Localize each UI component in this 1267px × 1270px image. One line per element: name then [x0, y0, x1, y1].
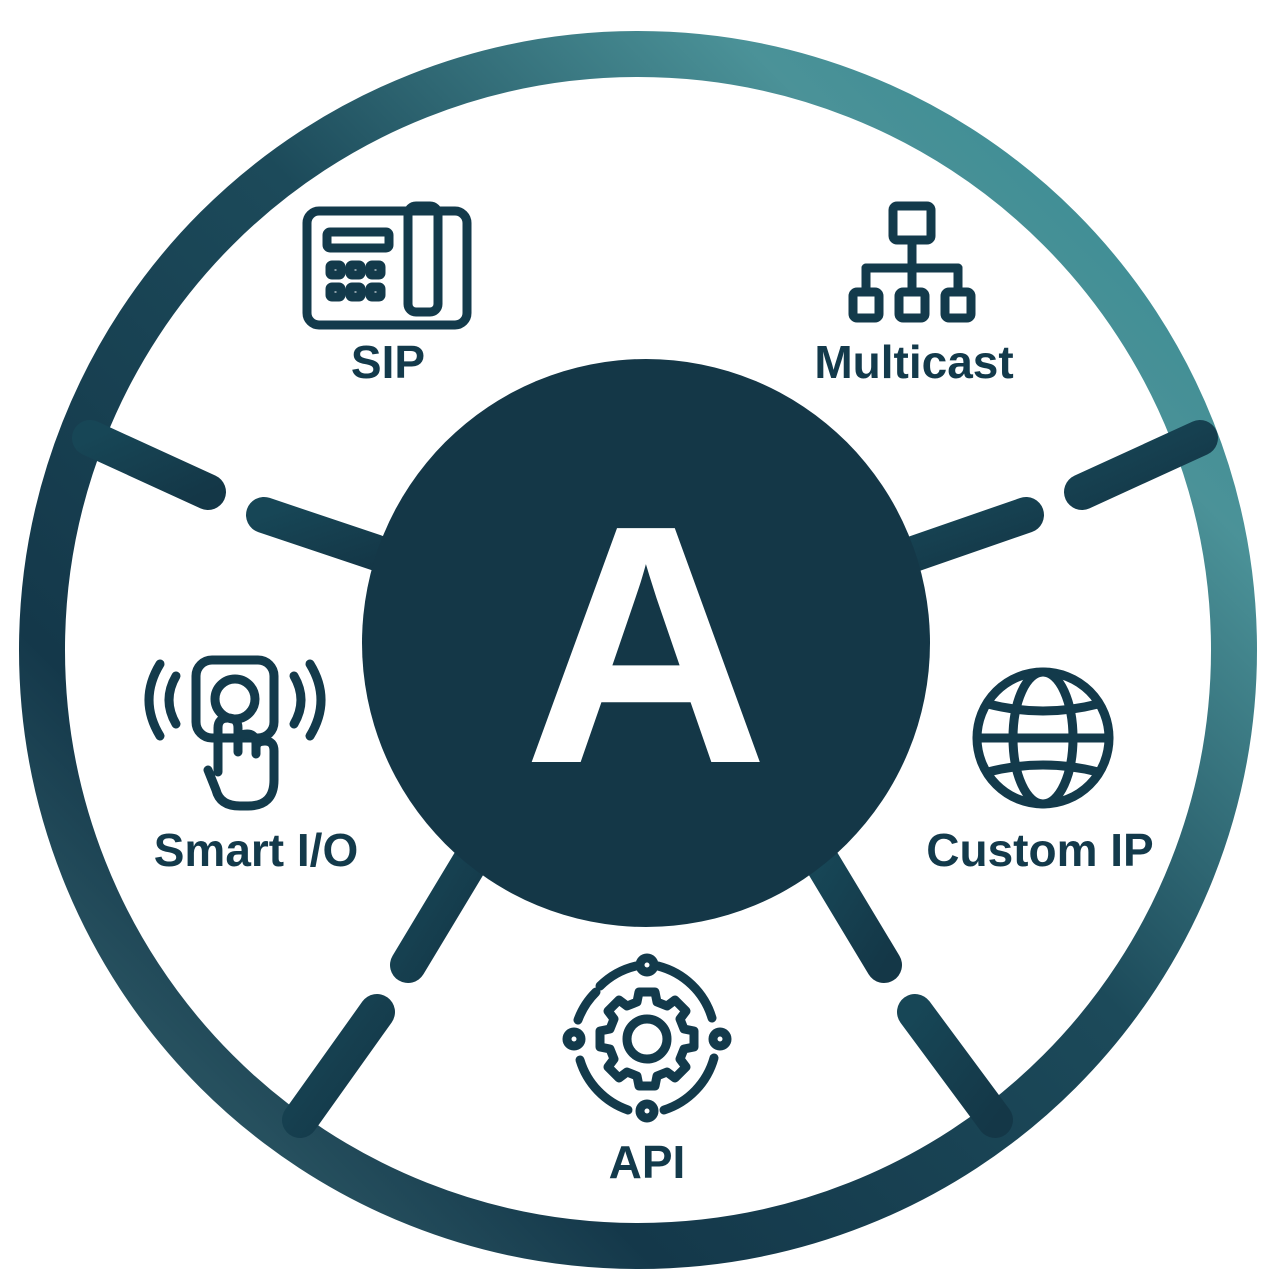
touch-button-icon: [144, 655, 326, 811]
gear-cycle-icon: [562, 953, 732, 1123]
spoke-upper-left-outer: [72, 420, 226, 510]
spoke-upper-right-outer: [1064, 420, 1218, 510]
spokes: [72, 42, 1218, 1138]
globe-icon: [972, 667, 1114, 809]
spoke-lower-right-outer: [897, 994, 1013, 1138]
spoke-upper-left-inner: [246, 497, 410, 576]
hub-letter: A: [523, 455, 769, 835]
segment-label-sip: SIP: [351, 336, 425, 388]
spoke-lower-left-inner: [390, 844, 488, 983]
segment-label-api: API: [609, 1136, 686, 1188]
segment-label-multicast: Multicast: [814, 336, 1013, 388]
network-hierarchy-icon: [848, 201, 976, 323]
spoke-upper-right-inner: [884, 497, 1044, 576]
hub-circle: [362, 359, 930, 927]
segment-label-smart-io: Smart I/O: [154, 824, 359, 876]
spoke-lower-left-outer: [282, 994, 395, 1138]
spoke-lower-right-inner: [804, 844, 902, 983]
desk-phone-icon: [302, 201, 472, 330]
segment-label-custom-ip: Custom IP: [926, 824, 1153, 876]
